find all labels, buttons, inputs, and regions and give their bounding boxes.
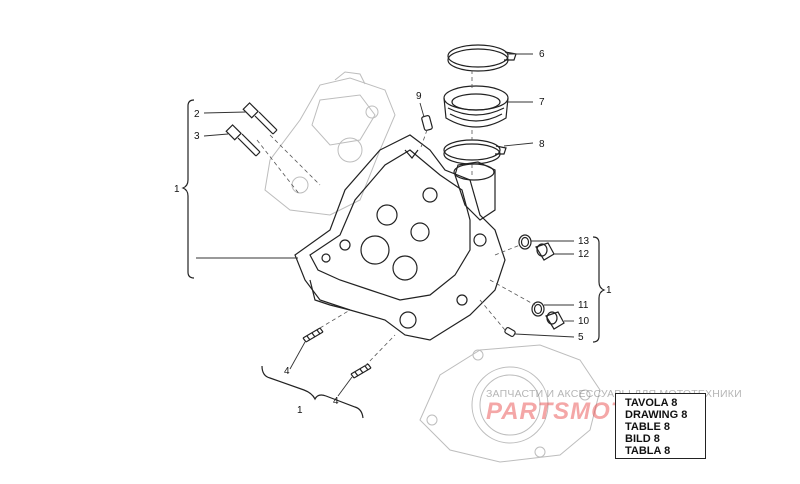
table-label-en-drawing: DRAWING 8 (625, 409, 688, 421)
assembly-lines (256, 70, 536, 367)
clamp-lower (443, 139, 507, 165)
cylinder-head (294, 134, 506, 341)
callout-labels: 1 2 3 4 4 1 9 6 7 8 13 12 1 11 10 5 (174, 49, 612, 416)
gasket-ghost (419, 344, 601, 463)
callout-2: 2 (194, 109, 200, 120)
callout-5: 5 (578, 332, 584, 343)
callout-3: 3 (194, 131, 200, 142)
callout-8: 8 (539, 139, 545, 150)
callout-1-right: 1 (606, 285, 612, 296)
brace-bottom (261, 365, 364, 419)
cam-carrier-ghost (264, 71, 396, 216)
callout-1-left: 1 (174, 184, 180, 195)
callout-7: 7 (539, 97, 545, 108)
table-label-es: TABLA 8 (625, 445, 671, 457)
callout-6: 6 (539, 49, 545, 60)
o-ring-13 (518, 234, 532, 250)
callout-4a: 4 (284, 366, 290, 377)
table-label-de: BILD 8 (625, 433, 660, 445)
callout-13: 13 (578, 236, 590, 247)
callout-4b: 4 (333, 396, 339, 407)
bolt-2 (242, 102, 278, 135)
pin-5 (504, 327, 516, 337)
plug-10 (545, 311, 565, 330)
o-ring-11 (531, 301, 545, 317)
clamp-upper (447, 44, 517, 72)
intake-manifold (453, 161, 496, 221)
intake-coupling (443, 85, 509, 128)
dowel-pin-9 (421, 115, 433, 131)
callout-12: 12 (578, 249, 590, 260)
callout-9: 9 (416, 91, 422, 102)
leader-lines (196, 53, 575, 397)
brace-left (181, 99, 195, 279)
plug-12 (535, 242, 555, 261)
table-label-it: TAVOLA 8 (625, 397, 678, 409)
table-reference-box: TAVOLA 8 DRAWING 8 TABLE 8 BILD 8 TABLA … (615, 393, 706, 459)
table-label-en-table: TABLE 8 (625, 421, 671, 433)
brace-right (592, 236, 606, 343)
callout-10: 10 (578, 316, 590, 327)
stud-4a (302, 327, 324, 343)
bolt-3 (225, 124, 261, 157)
callout-1-bottom: 1 (297, 405, 303, 416)
callout-11: 11 (578, 300, 589, 311)
stud-4b (350, 363, 372, 379)
